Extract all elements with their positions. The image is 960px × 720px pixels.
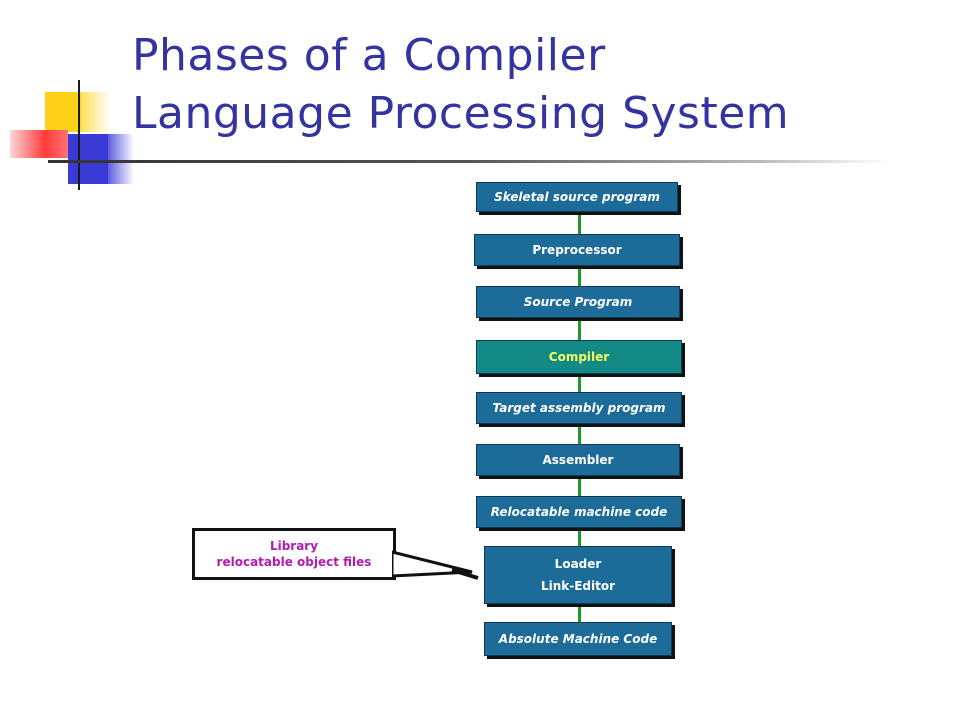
connector-line [578, 318, 581, 340]
connector-line [578, 424, 581, 444]
library-callout-pointer [392, 550, 479, 580]
connector-line [578, 266, 581, 286]
decorative-vertical-line [78, 80, 80, 190]
decorative-yellow-fade [81, 92, 111, 132]
library-callout-line-2: relocatable object files [216, 555, 372, 569]
decorative-yellow-square [45, 92, 81, 132]
step-target-assembly-program: Target assembly program [476, 392, 682, 424]
step-skeletal-source-program: Skeletal source program [476, 182, 678, 212]
connector-line [578, 476, 581, 496]
connector-line [578, 528, 581, 546]
step-link-editor-label: Link-Editor [540, 579, 616, 593]
decorative-red-square [10, 130, 68, 158]
connector-line [578, 604, 581, 622]
library-callout: Library relocatable object files [192, 528, 396, 580]
step-loader-link-editor: Loader Link-Editor [484, 546, 672, 604]
step-relocatable-machine-code: Relocatable machine code [476, 496, 682, 528]
step-compiler: Compiler [476, 340, 682, 374]
step-source-program: Source Program [476, 286, 680, 318]
slide-title-line-1: Phases of a Compiler [132, 30, 606, 81]
step-absolute-machine-code: Absolute Machine Code [484, 622, 672, 656]
library-callout-line-1: Library [269, 539, 319, 553]
title-underline [48, 160, 888, 163]
decorative-blue-fade [108, 134, 134, 184]
step-preprocessor: Preprocessor [474, 234, 680, 266]
step-loader-label: Loader [554, 557, 602, 571]
connector-line [578, 212, 581, 234]
connector-line [578, 374, 581, 392]
slide-title-line-2: Language Processing System [132, 88, 790, 139]
decorative-blue-square [68, 134, 108, 184]
step-assembler: Assembler [476, 444, 680, 476]
